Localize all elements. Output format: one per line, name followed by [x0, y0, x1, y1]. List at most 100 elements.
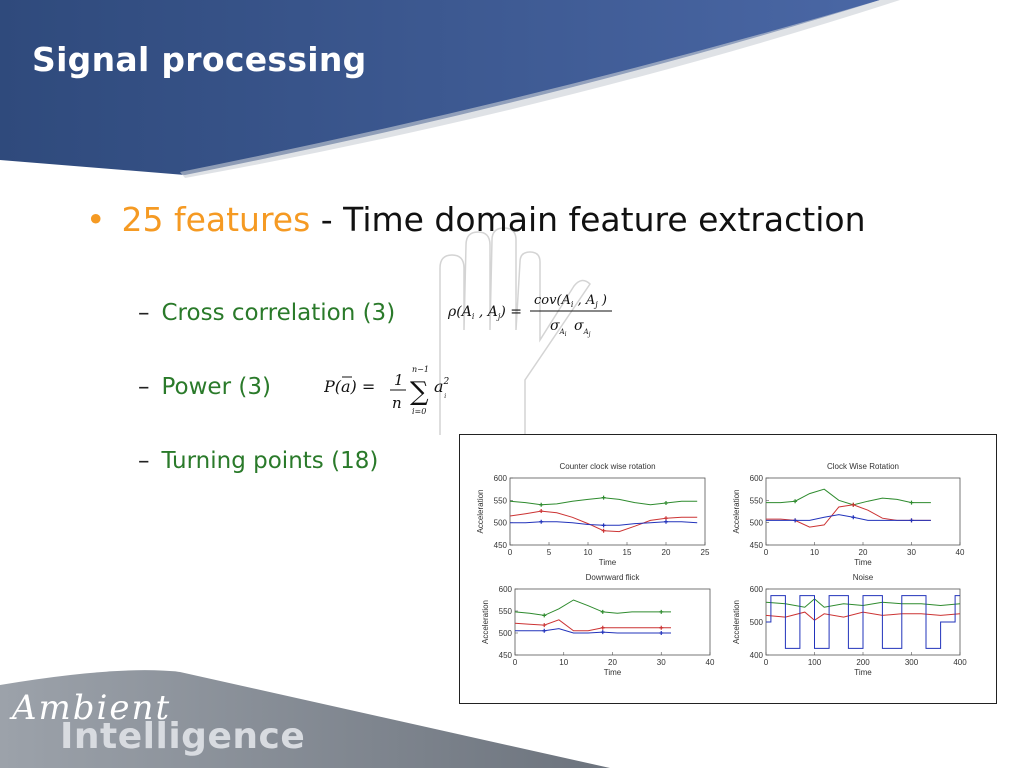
turning-point-marker	[793, 518, 798, 523]
turning-point-marker	[909, 518, 914, 523]
svg-text:ρ(Ai , Aj) =: ρ(Ai , Aj) =	[447, 304, 522, 321]
turning-point-marker	[542, 623, 547, 628]
turning-point-marker	[542, 628, 547, 633]
series-line-2	[514, 619, 671, 632]
chart-axes	[765, 477, 961, 546]
turning-point-marker	[539, 509, 544, 514]
svg-text:∑: ∑	[410, 377, 429, 407]
sub-item-turning-points: –Turning points (18)	[138, 448, 378, 474]
turning-point-marker	[659, 625, 664, 630]
x-tick-label: 0	[764, 658, 769, 667]
turning-point-marker	[539, 502, 544, 507]
y-tick-label: 500	[494, 519, 508, 528]
y-tick-label: 550	[750, 496, 764, 505]
x-tick-label: 20	[662, 548, 671, 557]
formula-numerator: cov(A	[534, 293, 571, 308]
turning-point-marker	[793, 499, 798, 504]
x-tick-label: 10	[810, 548, 819, 557]
sub-item-label: Cross correlation (3)	[161, 300, 396, 326]
turning-point-marker	[659, 631, 664, 635]
turning-point-marker	[539, 519, 544, 524]
sub-item-label: Power (3)	[161, 374, 271, 400]
svg-text:a2i: a2i	[434, 377, 450, 400]
bullet-text: - Time domain feature extraction	[310, 200, 866, 239]
cross-correlation-formula: ρ(Ai , Aj) = cov(Ai , Aj ) σAi σAj	[447, 293, 612, 338]
y-tick-label: 550	[494, 496, 508, 505]
y-tick-label: 450	[494, 541, 508, 550]
x-tick-label: 100	[808, 658, 822, 667]
svg-text:cov(Ai , Aj ): cov(Ai , Aj )	[534, 293, 607, 309]
x-tick-label: 25	[701, 548, 710, 557]
sub-item-cross-correlation: –Cross correlation (3)	[138, 300, 395, 326]
bullet-dot-icon: •	[86, 200, 106, 239]
turning-point-marker	[600, 625, 605, 630]
turning-point-marker	[600, 630, 605, 635]
series-line-3	[766, 514, 931, 521]
turning-point-marker	[659, 609, 664, 614]
x-tick-label: 10	[584, 548, 593, 557]
power-frac-num: 1	[394, 371, 404, 389]
y-tick-label: 400	[750, 651, 764, 660]
power-sum-top: n−1	[412, 365, 429, 374]
x-tick-label: 200	[856, 658, 870, 667]
y-axis-label: Acceleration	[476, 489, 485, 533]
turning-point-marker	[601, 495, 606, 500]
y-tick-label: 500	[750, 618, 764, 627]
series-line-1	[514, 599, 671, 616]
y-tick-label: 500	[750, 519, 764, 528]
y-tick-label: 550	[499, 607, 513, 616]
power-frac-den: n	[392, 394, 402, 412]
x-tick-label: 40	[706, 658, 715, 667]
x-tick-label: 20	[859, 548, 868, 557]
formula-sigma2: σ	[574, 318, 584, 334]
power-term: a	[434, 377, 444, 396]
svg-text:σAj: σAj	[574, 318, 591, 338]
turning-point-marker	[664, 501, 668, 506]
power-lhs: P(a) =	[324, 377, 375, 396]
x-axis-label: Time	[599, 558, 617, 567]
x-axis-label: Time	[604, 668, 622, 677]
x-tick-label: 300	[905, 658, 919, 667]
turning-point-marker	[851, 515, 856, 520]
logo-intelligence: Intelligence	[60, 716, 306, 757]
x-tick-label: 30	[907, 548, 916, 557]
x-tick-label: 0	[508, 548, 513, 557]
turning-point-marker	[600, 609, 605, 614]
power-sum-bottom: i=0	[412, 407, 426, 416]
slide-title: Signal processing	[32, 40, 367, 79]
turning-point-marker	[601, 523, 606, 528]
formula-sigma1: σ	[550, 318, 560, 334]
turning-point-marker	[664, 519, 668, 524]
sub-item-label: Turning points (18)	[161, 448, 379, 474]
x-tick-label: 10	[559, 658, 568, 667]
logo-ambient: Ambient	[12, 688, 172, 728]
formula-lhs: ρ(A	[447, 304, 472, 320]
dash-icon: –	[138, 448, 150, 474]
series-line-3	[766, 595, 960, 649]
series-line-1	[766, 488, 931, 506]
x-axis-label: Time	[854, 558, 872, 567]
y-tick-label: 450	[499, 651, 513, 660]
turning-point-marker	[664, 516, 668, 521]
x-tick-label: 5	[547, 548, 552, 557]
turning-point-marker	[851, 502, 856, 507]
y-tick-label: 600	[750, 474, 764, 483]
series-line-3	[515, 628, 671, 634]
y-axis-label: Acceleration	[481, 600, 490, 644]
chart-title: Clock Wise Rotation	[827, 462, 899, 471]
x-axis-label: Time	[854, 668, 872, 677]
bullet-highlight: 25 features	[121, 200, 311, 239]
turning-point-marker	[909, 500, 914, 505]
y-tick-label: 600	[750, 585, 764, 594]
main-bullet: • 25 features - Time domain feature extra…	[86, 200, 865, 239]
dash-icon: –	[138, 300, 150, 326]
x-tick-label: 400	[953, 658, 967, 667]
sub-item-power: –Power (3)	[138, 374, 271, 400]
chart-title: Counter clock wise rotation	[559, 462, 655, 471]
